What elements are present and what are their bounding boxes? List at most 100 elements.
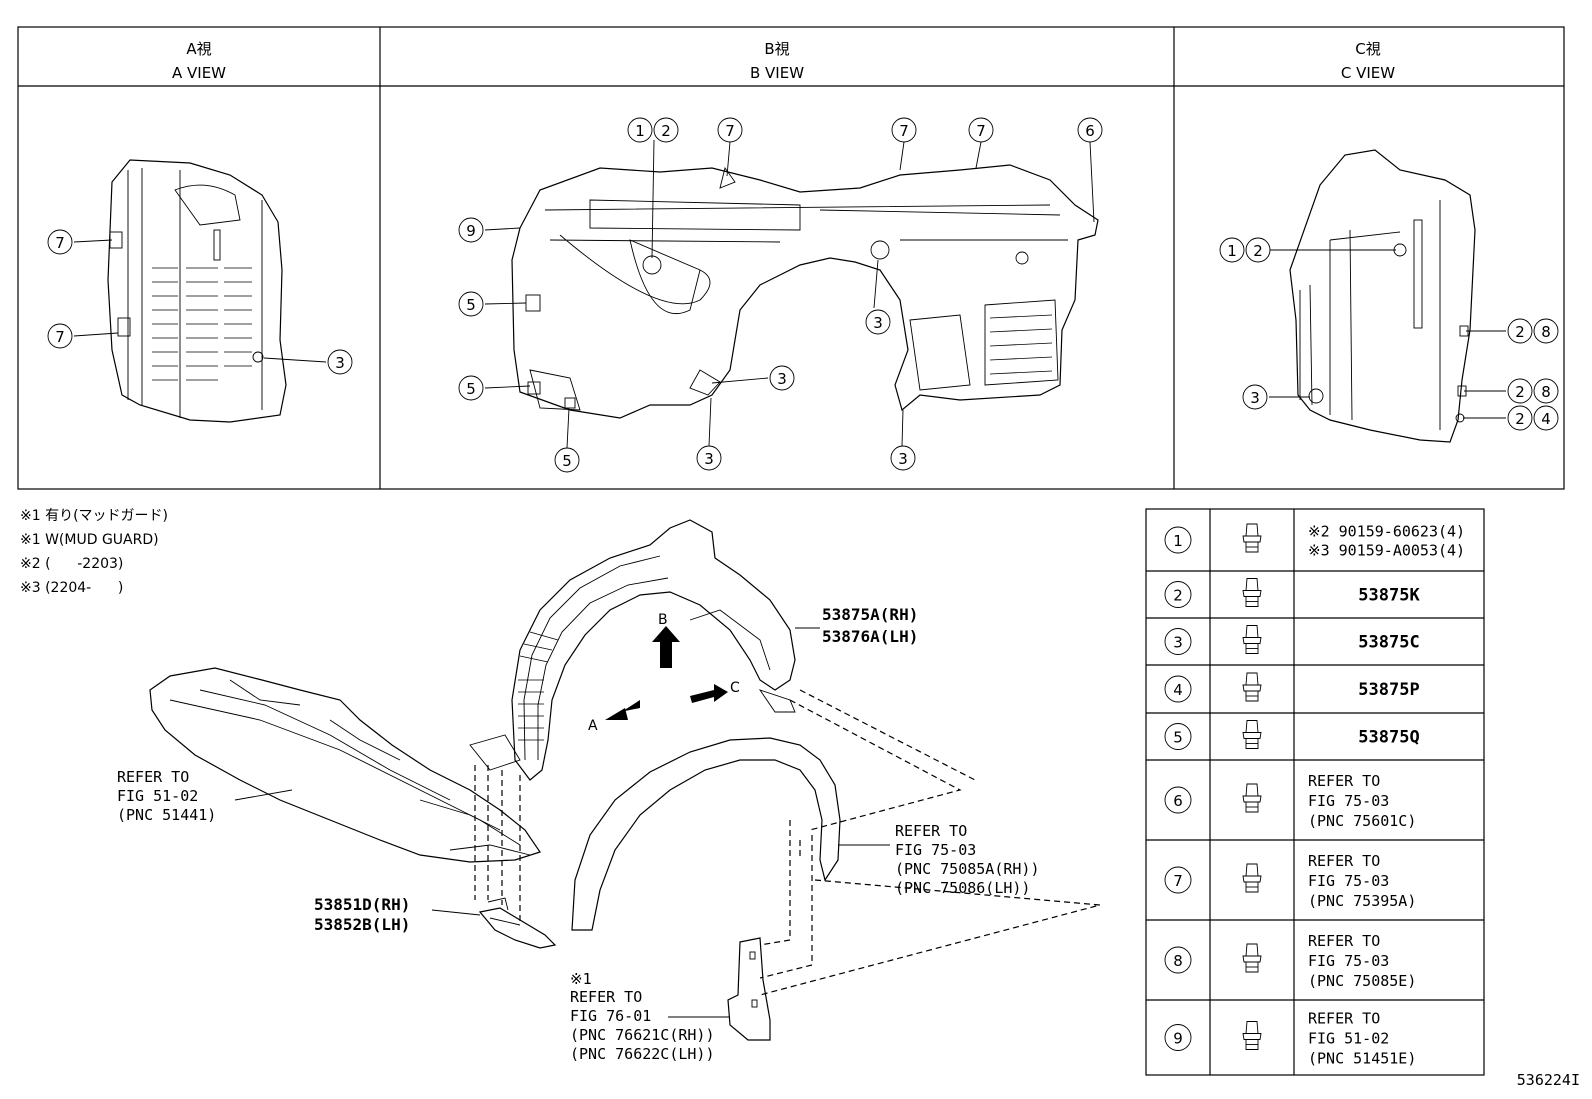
table-cell-text: 53875C [1358, 633, 1419, 653]
callout-3: 3 [704, 450, 714, 468]
table-cell-text: REFER TO [1308, 852, 1380, 870]
callout-3: 3 [777, 370, 787, 388]
callout-2: 2 [1515, 410, 1525, 428]
mud-guard-drawing [727, 937, 771, 1041]
callout-3: 3 [1250, 389, 1260, 407]
table-num: 1 [1173, 532, 1183, 550]
undercover-fig: FIG 51-02 [117, 787, 198, 805]
c-view-leader-lines [1269, 249, 1506, 419]
molding-fig: FIG 75-03 [895, 841, 976, 859]
mud-refer: REFER TO [570, 988, 642, 1006]
callout-2: 2 [661, 122, 671, 140]
mud-pnc-lh: (PNC 76622C(LH)) [570, 1045, 715, 1063]
callout-3: 3 [873, 314, 883, 332]
c-view-liner-drawing [1289, 149, 1476, 443]
table-cell-text: ※3 90159-A0053(4) [1308, 542, 1465, 560]
table-num: 5 [1173, 729, 1183, 747]
note-3: ※2 ( -2203) [20, 556, 123, 572]
views-frame [17, 26, 1565, 490]
callout-3: 3 [335, 354, 345, 372]
table-num: 9 [1173, 1030, 1183, 1048]
table-num-circle [1164, 786, 1192, 814]
arrow-c-label: C [730, 680, 740, 696]
table-cell-text: (PNC 75395A) [1308, 892, 1416, 910]
fastener-icon [1242, 625, 1262, 654]
fastener-icon [1242, 578, 1262, 607]
c-view-title-en: C VIEW [1341, 64, 1395, 82]
c-view-title-jp: C視 [1355, 40, 1380, 58]
table-num: 3 [1173, 634, 1183, 652]
callout-9: 9 [466, 222, 476, 240]
fastener-icon [1242, 943, 1262, 973]
table-num-circle [1164, 946, 1192, 974]
table-num: 7 [1173, 872, 1183, 890]
table-cell-text: 53875K [1358, 586, 1420, 606]
callout-7: 7 [55, 234, 65, 252]
seal-drawing [478, 897, 557, 949]
mud-pnc-rh: (PNC 76621C(RH)) [570, 1026, 715, 1044]
callout-3: 3 [898, 450, 908, 468]
engine-under-cover-drawing [149, 667, 541, 863]
table-num: 4 [1173, 681, 1183, 699]
fastener-icon [1242, 720, 1262, 749]
fastener-icon [1242, 1021, 1262, 1050]
liner-rh-part-no: 53875A(RH) [822, 605, 918, 624]
table-cell-text: REFER TO [1308, 772, 1380, 790]
b-view-title-en: B VIEW [750, 64, 804, 82]
table-cell-text: (PNC 51451E) [1308, 1050, 1416, 1068]
table-num-circle [1164, 628, 1192, 655]
molding-pnc-lh: (PNC 75086(LH)) [895, 879, 1030, 897]
note-1: ※1 有り(マッドガード) [20, 508, 168, 524]
callout-5: 5 [466, 380, 476, 398]
table-cell-text: REFER TO [1308, 1010, 1380, 1028]
table-cell-text: (PNC 75601C) [1308, 812, 1416, 830]
table-num: 8 [1173, 952, 1183, 970]
callout-4: 4 [1541, 410, 1551, 428]
table-cell-text: (PNC 75085E) [1308, 972, 1416, 990]
seal-lh-part-no: 53852B(LH) [314, 915, 410, 934]
fastener-icon [1242, 523, 1262, 553]
table-num-circle [1164, 526, 1192, 554]
guide-lines-seal [474, 765, 521, 925]
table-cell-text: FIG 75-03 [1308, 952, 1389, 970]
molding-refer: REFER TO [895, 822, 967, 840]
callout-7: 7 [55, 328, 65, 346]
mud-note: ※1 [570, 970, 592, 988]
callout-7: 7 [899, 122, 909, 140]
table-num-circle [1164, 1024, 1192, 1051]
table-frame [1145, 508, 1485, 1076]
callout-8: 8 [1541, 383, 1551, 401]
table-cell-text: FIG 75-03 [1308, 872, 1389, 890]
figure-id: 536224I [1517, 1071, 1580, 1089]
direction-arrows [605, 626, 728, 720]
fastener-icon [1242, 863, 1262, 893]
callout-5: 5 [562, 452, 572, 470]
callout-2: 2 [1253, 242, 1263, 260]
b-view-title-jp: B視 [764, 40, 789, 58]
arrow-a-label: A [588, 718, 598, 734]
note-2: ※1 W(MUD GUARD) [20, 532, 159, 548]
mud-fig: FIG 76-01 [570, 1007, 651, 1025]
callout-2: 2 [1515, 323, 1525, 341]
wheel-arch-molding-drawing [571, 737, 841, 931]
table-cell-text: REFER TO [1308, 932, 1380, 950]
table-num-circle [1164, 866, 1192, 894]
table-cell-text: FIG 51-02 [1308, 1030, 1389, 1048]
arrow-b-label: B [658, 612, 668, 628]
table-num: 2 [1173, 587, 1183, 605]
table-cell-text: 53875Q [1358, 728, 1419, 748]
callout-6: 6 [1085, 122, 1095, 140]
fender-liner-drawing [469, 519, 796, 781]
table-num-circle [1164, 723, 1192, 750]
undercover-refer: REFER TO [117, 768, 189, 786]
callout-5: 5 [466, 296, 476, 314]
a-view-liner-drawing [107, 159, 287, 423]
liner-lh-part-no: 53876A(LH) [822, 627, 918, 646]
callout-8: 8 [1541, 323, 1551, 341]
callout-7: 7 [725, 122, 735, 140]
callout-7: 7 [976, 122, 986, 140]
table-num-circle [1164, 675, 1192, 703]
table-cell-text: ※2 90159-60623(4) [1308, 523, 1465, 541]
